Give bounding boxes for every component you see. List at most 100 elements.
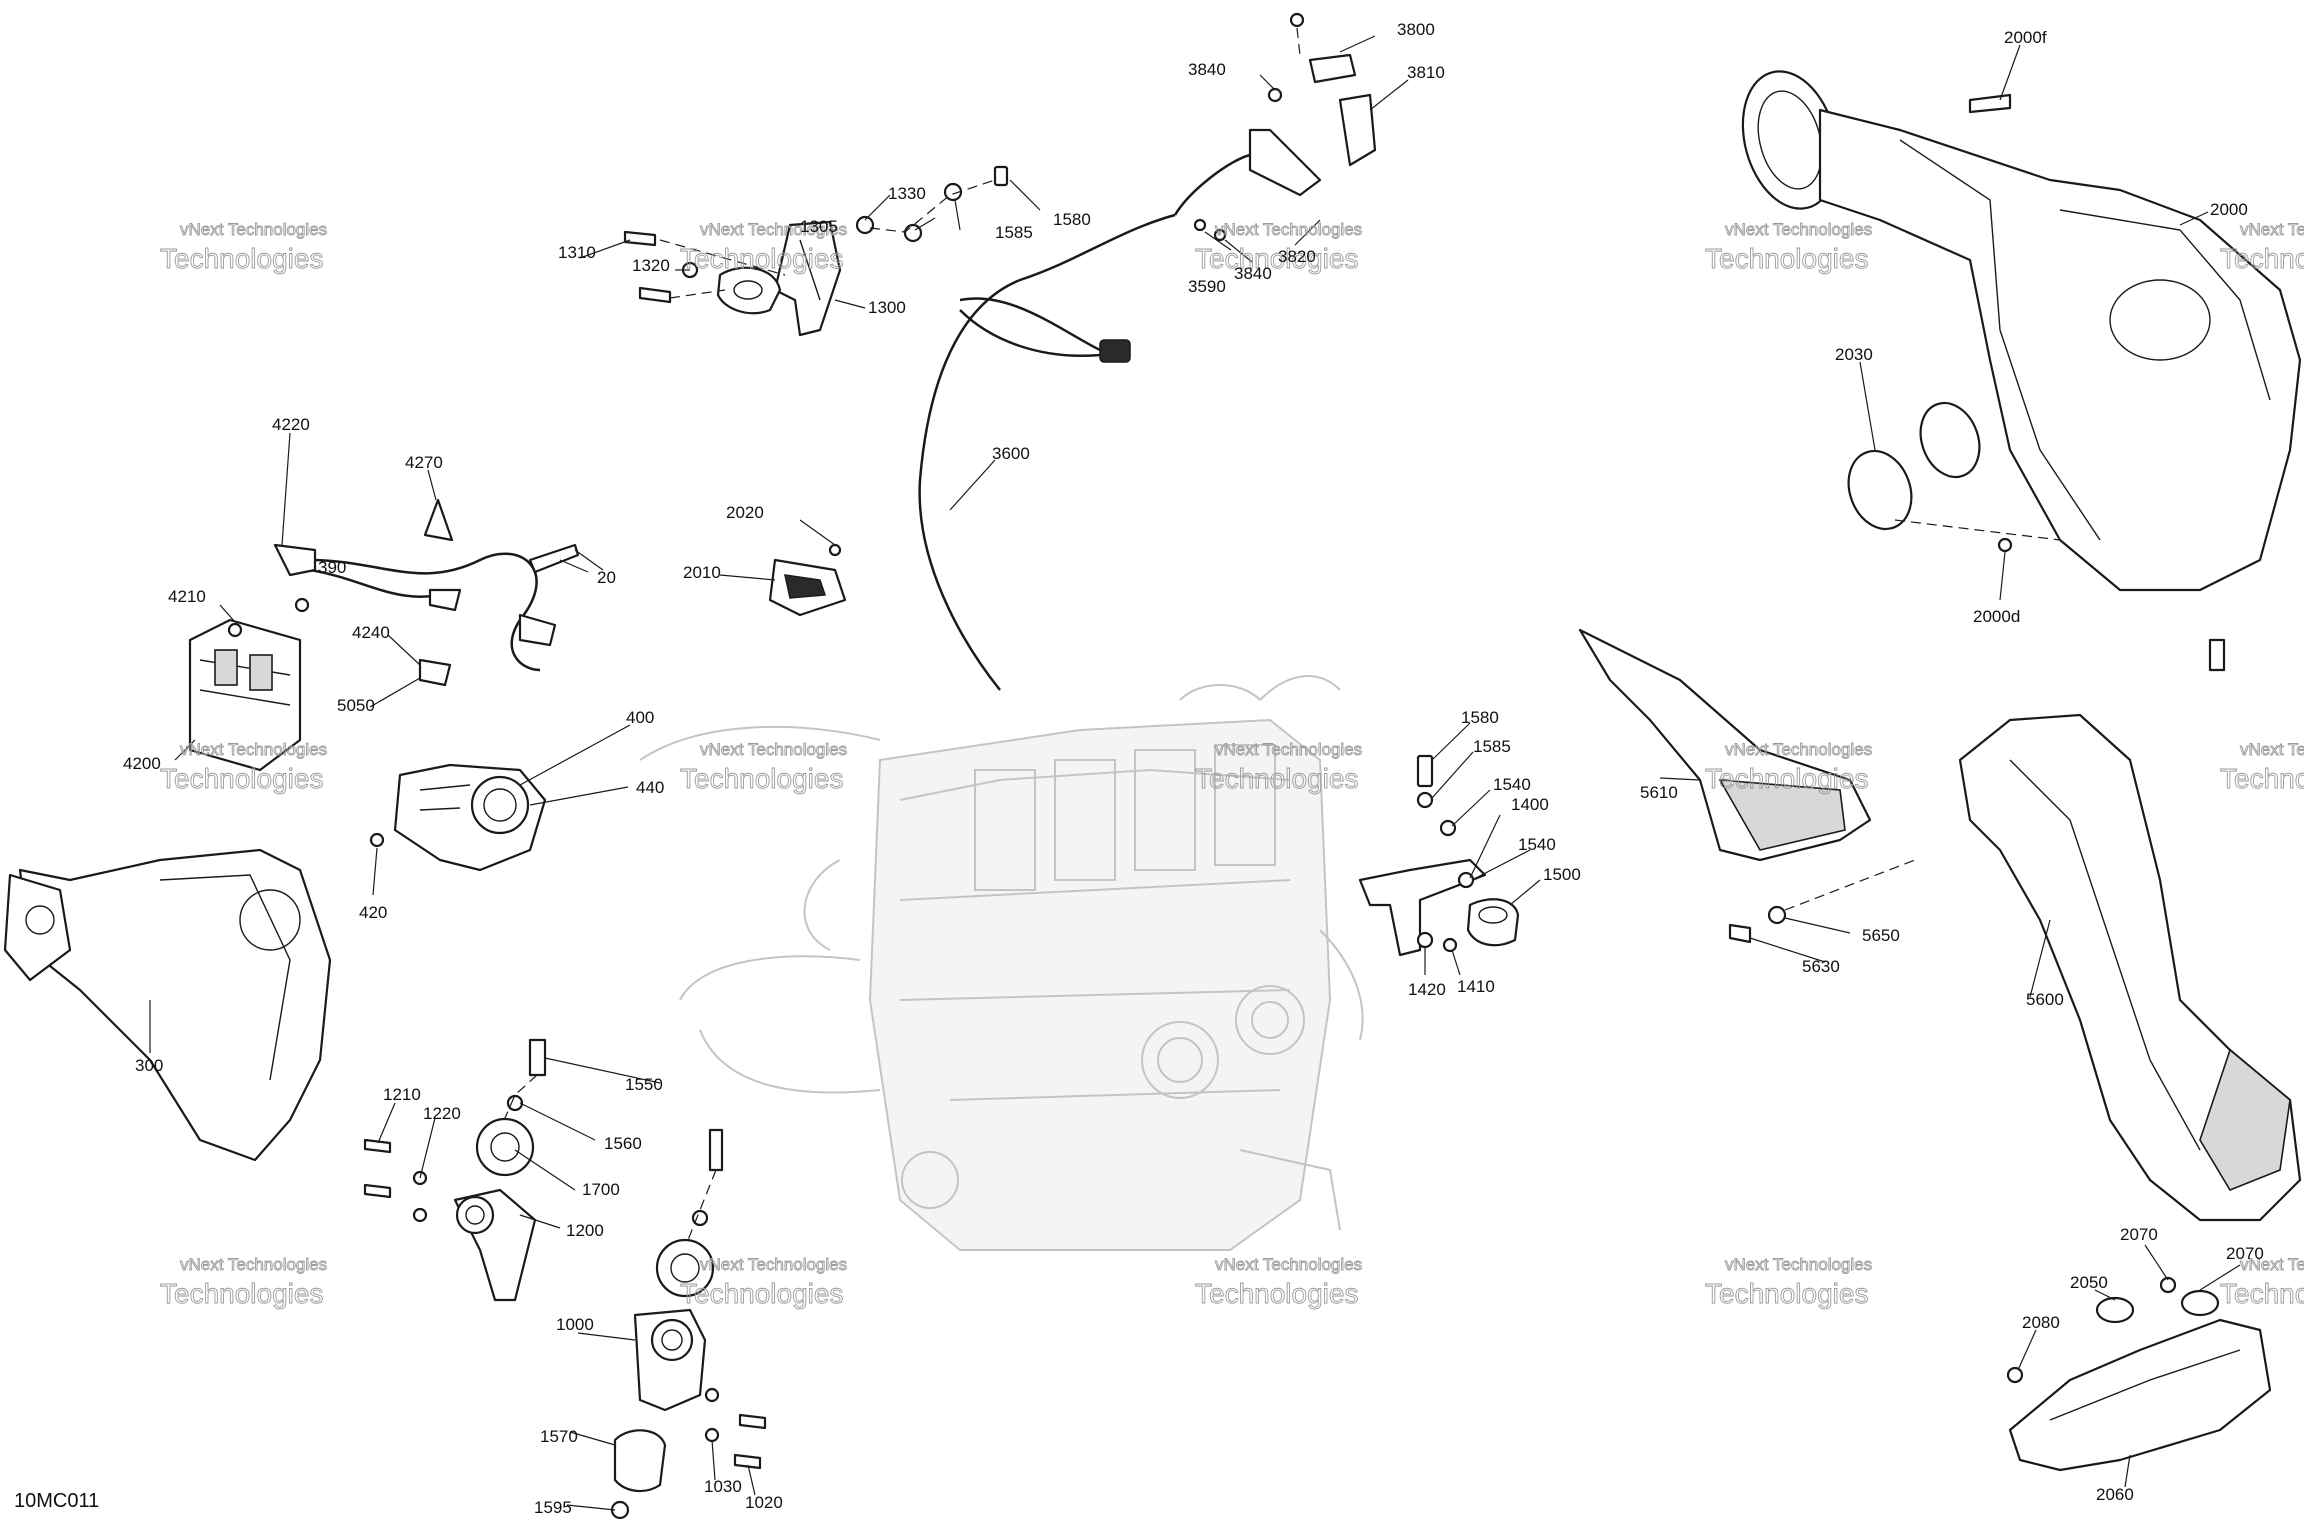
callout-label: 3800 <box>1397 20 1435 39</box>
watermark: vNext Technologies Technologies <box>1195 740 1363 795</box>
callout-label: 1560 <box>604 1134 642 1153</box>
callout-label: 1585 <box>995 223 1033 242</box>
heat-shield-5610 <box>1578 628 1916 944</box>
engine-mount-1200 <box>363 1038 724 1302</box>
watermark-text: Technologies <box>1195 1278 1358 1309</box>
callout-label: 1310 <box>558 243 596 262</box>
engine-assembly <box>639 675 1364 1251</box>
callout-label: 1580 <box>1053 210 1091 229</box>
watermark-text: vNext Technologies <box>700 1255 847 1274</box>
callout-labels: 3800 3810 3840 3840 3820 3590 3600 1330 … <box>123 20 2264 1517</box>
watermarks: vNext Technologies Technologies vNext Te… <box>160 220 2304 1310</box>
watermark-text: vNext Technologies <box>1725 1255 1872 1274</box>
callout-label: 1500 <box>1543 865 1581 884</box>
watermark-text: vNext Technologies <box>180 740 327 759</box>
callout-label: 5600 <box>2026 990 2064 1009</box>
cable-3600-assembly <box>918 12 1377 691</box>
callout-label: 390 <box>318 558 346 577</box>
watermark: vNext Technologies Technologies <box>160 740 328 795</box>
watermark: vNext Technologies Technologies <box>2220 220 2304 275</box>
callout-label: 2000d <box>1973 607 2020 626</box>
callout-label: 3820 <box>1278 247 1316 266</box>
callout-label: 1540 <box>1518 835 1556 854</box>
watermark-text: Technologies <box>1195 243 1358 274</box>
watermark: vNext Technologies Technologies <box>680 220 848 275</box>
callout-label: 2080 <box>2022 1313 2060 1332</box>
watermark-text: Technologies <box>160 763 323 794</box>
callout-label: 1580 <box>1461 708 1499 727</box>
callout-label: 3840 <box>1188 60 1226 79</box>
callout-label: 1570 <box>540 1427 578 1446</box>
watermark-text: Technologies <box>2220 1278 2304 1309</box>
watermark-text: vNext Technologies <box>1215 740 1362 759</box>
callout-label: 440 <box>636 778 664 797</box>
callout-label: 1320 <box>632 256 670 275</box>
callout-label: 2030 <box>1835 345 1873 364</box>
air-intake-2000 <box>1741 70 2302 672</box>
leader-lines <box>149 35 2241 1511</box>
callout-label: 2070 <box>2226 1244 2264 1263</box>
watermark: vNext Technologies Technologies <box>1705 740 1873 795</box>
callout-label: 420 <box>359 903 387 922</box>
callout-label: 4210 <box>168 587 206 606</box>
callout-label: 2010 <box>683 563 721 582</box>
watermark: vNext Technologies Technologies <box>160 1255 328 1310</box>
callout-label: 3840 <box>1234 264 1272 283</box>
callout-label: 1000 <box>556 1315 594 1334</box>
watermark-text: Technologies <box>2220 243 2304 274</box>
watermark-text: vNext Technologies <box>1725 220 1872 239</box>
watermark: vNext Technologies Technologies <box>1705 1255 1873 1310</box>
callout-label: 1700 <box>582 1180 620 1199</box>
callout-label: 2060 <box>2096 1485 2134 1504</box>
watermark-text: vNext Technologies <box>700 740 847 759</box>
callout-label: 5630 <box>1802 957 1840 976</box>
watermark-text: vNext Technologies <box>180 1255 327 1274</box>
callout-label: 1210 <box>383 1085 421 1104</box>
callout-label: 4240 <box>352 623 390 642</box>
bracket-1400 <box>1358 754 1520 957</box>
watermark-text: Technologies <box>1705 1278 1868 1309</box>
watermark-text: Technologies <box>680 243 843 274</box>
watermark-text: vNext Technologies <box>700 220 847 239</box>
callout-label: 1220 <box>423 1104 461 1123</box>
callout-label: 3600 <box>992 444 1030 463</box>
heat-shield-5600 <box>1958 713 2302 1222</box>
watermark-text: vNext Technologies <box>2240 1255 2304 1274</box>
watermark: vNext Technologies Technologies <box>2220 740 2304 795</box>
watermark: vNext Technologies Technologies <box>1195 1255 1363 1310</box>
watermark-text: vNext Technologies <box>1215 1255 1362 1274</box>
watermark-text: Technologies <box>680 1278 843 1309</box>
watermark-text: vNext Technologies <box>1215 220 1362 239</box>
watermark-text: Technologies <box>2220 763 2304 794</box>
callout-label: 5050 <box>337 696 375 715</box>
watermark: vNext Technologies Technologies <box>680 740 848 795</box>
callout-label: 1305 <box>800 217 838 236</box>
watermark: vNext Technologies Technologies <box>1705 220 1873 275</box>
cover-300 <box>3 848 332 1162</box>
ignition-coil-4200 <box>188 498 580 772</box>
callout-label: 400 <box>626 708 654 727</box>
watermark-text: Technologies <box>1195 763 1358 794</box>
callout-label: 1595 <box>534 1498 572 1517</box>
callout-label: 5610 <box>1640 783 1678 802</box>
callout-label: 2070 <box>2120 1225 2158 1244</box>
watermark: vNext Technologies Technologies <box>2220 1255 2304 1310</box>
callout-label: 3590 <box>1188 277 1226 296</box>
callout-label: 20 <box>597 568 616 587</box>
callout-label: 2000 <box>2210 200 2248 219</box>
callout-label: 1410 <box>1457 977 1495 996</box>
callout-label: 4220 <box>272 415 310 434</box>
callout-label: 2050 <box>2070 1273 2108 1292</box>
callout-label: 1585 <box>1473 737 1511 756</box>
sensor-2010 <box>768 543 847 617</box>
watermark-text: vNext Technologies <box>2240 220 2304 239</box>
watermark-text: Technologies <box>680 763 843 794</box>
callout-label: 1550 <box>625 1075 663 1094</box>
callout-label: 1030 <box>704 1477 742 1496</box>
watermark-text: vNext Technologies <box>180 220 327 239</box>
callout-label: 2020 <box>726 503 764 522</box>
diagram-code: 10MC011 <box>14 1490 99 1512</box>
callout-label: 1400 <box>1511 795 1549 814</box>
watermark-text: Technologies <box>160 243 323 274</box>
